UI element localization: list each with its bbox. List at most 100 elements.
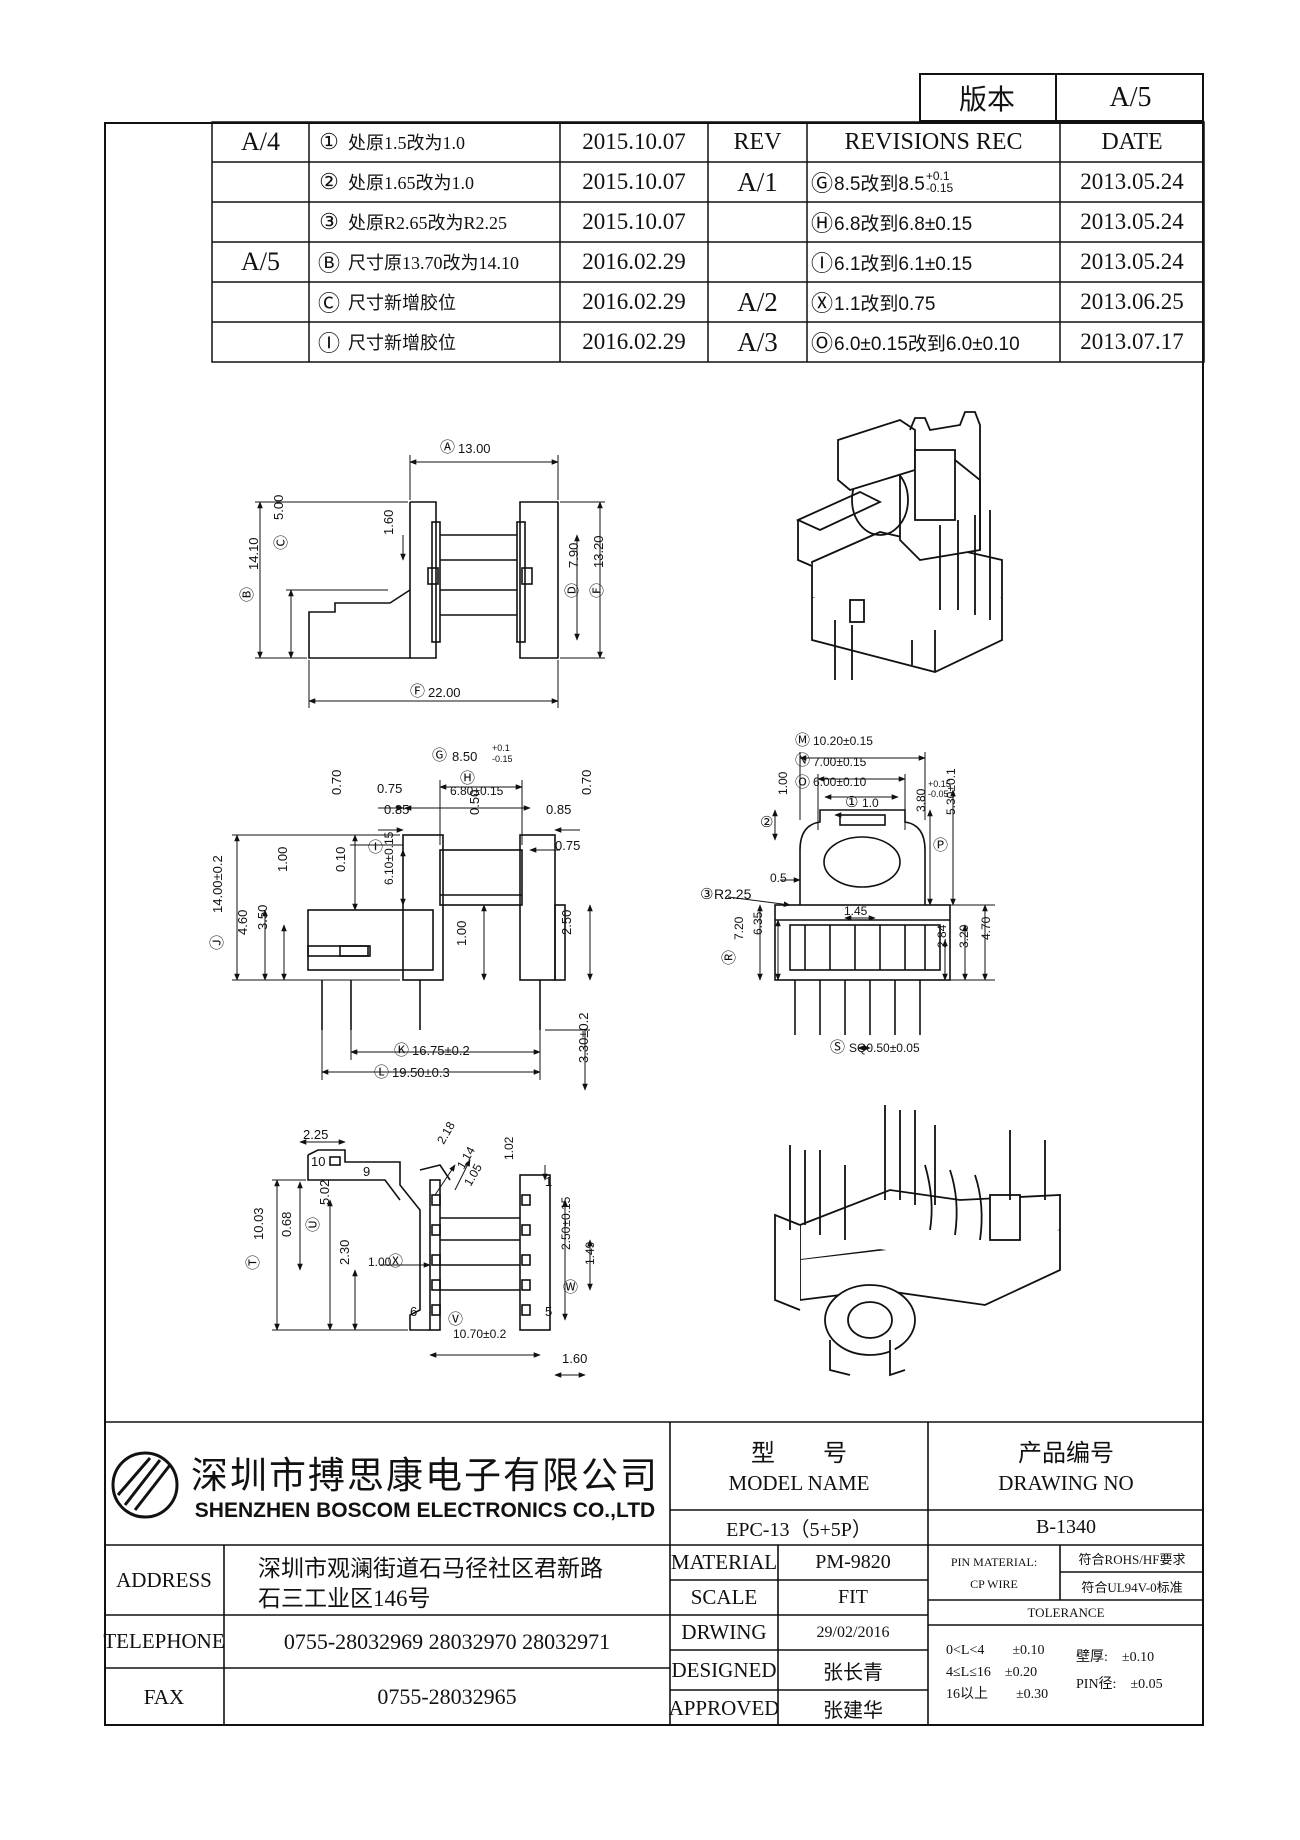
dimension-c2: ② (760, 814, 774, 831)
tolerance-range-1: 0<L<4 ±0.10 (946, 1643, 1045, 1658)
fax-label: FAX (143, 1684, 185, 1709)
rev-marker: ② (319, 169, 339, 194)
rev-change-text: 尺寸新增胶位 (348, 293, 456, 313)
telephone-value: 0755-28032969 28032970 28032971 (283, 1628, 611, 1654)
rev-change-text: 6.8改到6.8±0.15 (832, 202, 1060, 242)
approved-value: 张建华 (823, 1699, 883, 1722)
tolerance-range-2: 4≤L≤16 ±0.20 (946, 1665, 1038, 1680)
rev-date: 2016.02.29 (582, 289, 686, 314)
rev-id: A/5 (241, 247, 280, 276)
wall-thickness-tolerance: 壁厚: ±0.10 (1076, 1650, 1155, 1665)
tol-upper: +0.1 (925, 169, 950, 183)
top-view (308, 501, 559, 659)
ul94-compliance: 符合UL94V-0标准 (1081, 1579, 1183, 1595)
rev-change-main: 6.8改到6.8±0.15 (834, 213, 973, 235)
dimension-a-tag: Ⓐ (440, 439, 456, 456)
dimension-l: 19.50±0.3 (392, 1065, 450, 1080)
dimension-p-up: +0.15 (928, 779, 951, 789)
dimension-d10c: 1.0 (862, 796, 879, 810)
dimension-g: 8.50 (452, 749, 478, 764)
rev-change-main: 1.1改到0.75 (834, 293, 936, 315)
dimension-p-tag: Ⓟ (933, 837, 949, 854)
dimension-f-tag: Ⓕ (410, 683, 426, 700)
address-line2: 石三工业区146号 (258, 1586, 431, 1611)
version-label: 版本 (958, 84, 1015, 116)
designed-value: 张长青 (823, 1661, 883, 1684)
rev-change-main: 6.1改到6.1±0.15 (834, 253, 973, 275)
rev-marker: Ⓘ (810, 251, 833, 276)
drawing-no-value: B-1340 (1036, 1516, 1096, 1538)
dimension-p-dn: -0.05 (928, 789, 949, 799)
address-label: ADDRESS (116, 1567, 212, 1592)
dimension-f: 22.00 (428, 685, 461, 700)
drawing-no-label-cn: 产品编号 (1018, 1440, 1114, 1467)
pin-material-label: PIN MATERIAL: (950, 1554, 1038, 1569)
dimension-c1: ① (845, 794, 859, 811)
drawing-frame (104, 122, 1204, 1726)
rev-marker: Ⓖ (810, 171, 833, 196)
dimension-o: 6.00±0.10 (813, 775, 867, 789)
dimension-g-up: +0.1 (492, 743, 510, 753)
dimension-k-tag: Ⓚ (394, 1042, 410, 1059)
dimension-p5: 5 (545, 1304, 553, 1319)
rev-date: 2016.02.29 (582, 329, 686, 354)
rev-date: 2013.06.25 (1080, 289, 1184, 314)
dimension-m: 10.20±0.15 (813, 734, 873, 748)
dimension-s: SQ0.50±0.05 (849, 1041, 920, 1055)
tol-lower: -0.15 (925, 181, 954, 195)
date-header: DATE (1101, 128, 1163, 155)
rev-change-text: 6.1改到6.1±0.15 (832, 242, 1060, 282)
rev-change-text: 8.5改到8.5+0.1-0.15 (832, 162, 1060, 202)
rohs-compliance: 符合ROHS/HF要求 (1078, 1552, 1186, 1567)
rev-id: A/2 (737, 286, 778, 317)
dimension-g-tag: Ⓖ (432, 747, 448, 764)
rev-change-text: 尺寸原13.70改为14.10 (348, 253, 519, 273)
model-value: EPC-13（5+5P） (726, 1519, 872, 1541)
rev-change-text: 1.1改到0.75 (832, 282, 1060, 322)
company-name-en: SHENZHEN BOSCOM ELECTRONICS CO.,LTD (194, 1499, 656, 1522)
model-label-cn: 型 号 (751, 1440, 847, 1467)
rev-change-text: 处原1.5改为1.0 (348, 133, 465, 153)
approved-label: APPROVED (668, 1695, 780, 1720)
drawing-no-label-en: DRAWING NO (998, 1470, 1134, 1495)
dimension-s-tag: Ⓢ (830, 1039, 846, 1056)
rev-change-text: 处原1.65改为1.0 (348, 173, 474, 193)
tolerance-label: TOLERANCE (1027, 1604, 1105, 1620)
dimension-g-dn: -0.15 (492, 754, 513, 764)
revisions-rec-header: REVISIONS REC (844, 128, 1023, 155)
rev-marker: ③ (319, 209, 339, 234)
rev-change-text: 尺寸新增胶位 (348, 333, 456, 353)
dimension-d075a: 0.75 (377, 781, 403, 796)
dimension-d085b: 0.85 (546, 802, 572, 817)
rev-change-main: 6.0±0.15改到6.0±0.10 (834, 333, 1020, 355)
dimension-p10: 10 (311, 1154, 326, 1169)
rev-change-text: 处原R2.65改为R2.25 (348, 213, 508, 233)
dimension-p6: 6 (410, 1304, 418, 1319)
rev-change-main: 8.5改到8.5 (834, 173, 925, 195)
dimension-h-tag: Ⓗ (460, 770, 476, 787)
rev-date: 2013.07.17 (1080, 329, 1184, 354)
fax-value: 0755-28032965 (377, 1684, 517, 1709)
side-view (307, 834, 566, 1030)
rev-header: REV (733, 128, 782, 155)
rev-id: A/4 (241, 127, 280, 156)
drwing-label: DRWING (681, 1620, 767, 1644)
rev-id: A/3 (737, 326, 778, 357)
drwing-value: 29/02/2016 (816, 1623, 890, 1641)
rev-marker: Ⓧ (810, 291, 833, 316)
dimension-i-tag: Ⓘ (368, 839, 384, 856)
rev-date: 2015.10.07 (582, 129, 686, 154)
dimension-w-tag: Ⓦ (563, 1279, 579, 1296)
dimension-d05: 0.5 (770, 871, 787, 885)
dimension-c3: ③ (700, 886, 714, 903)
address-line1: 深圳市观澜街道石马径社区君新路 (258, 1556, 603, 1581)
rev-marker: Ⓘ (317, 331, 340, 356)
version-value: A/5 (1109, 81, 1152, 113)
scale-value: FIT (838, 1586, 868, 1608)
rev-date: 2015.10.07 (582, 209, 686, 234)
rev-marker: Ⓑ (317, 251, 340, 276)
rev-marker: Ⓞ (810, 331, 833, 356)
